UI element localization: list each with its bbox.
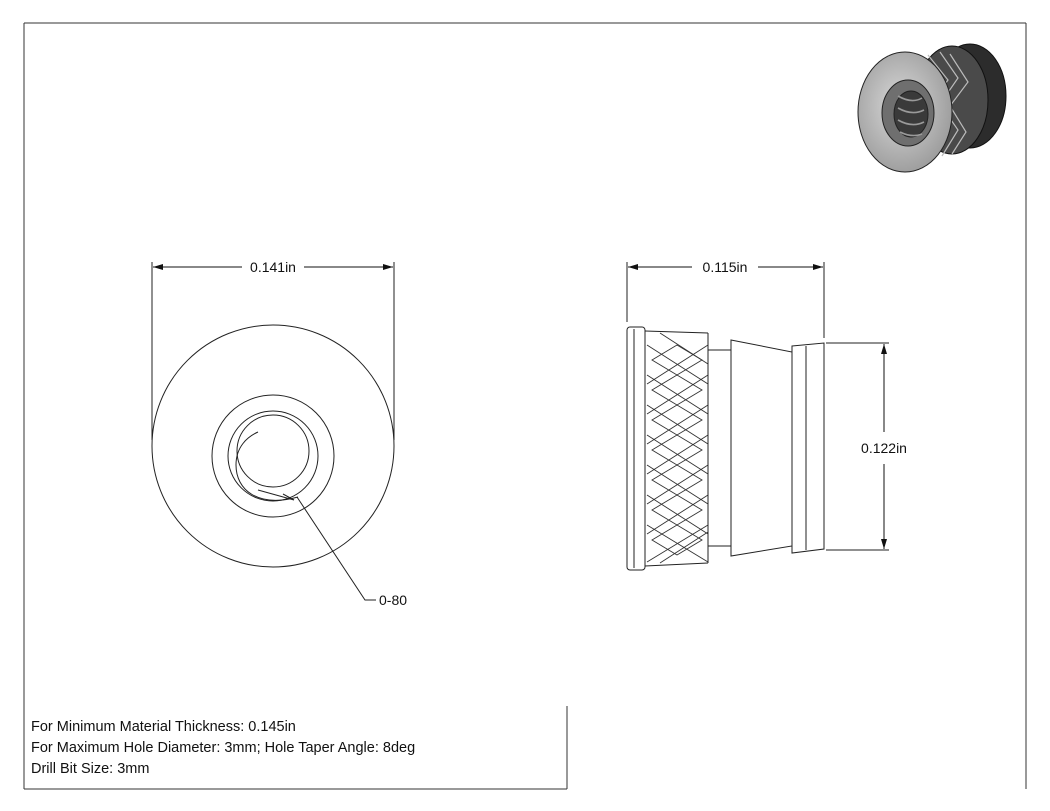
note-max-hole-diameter: For Maximum Hole Diameter: 3mm; Hole Tap… — [31, 740, 416, 756]
flange-profile — [626, 326, 646, 571]
thread-spiral-end — [257, 489, 295, 501]
note-min-material-thickness: For Minimum Material Thickness: 0.145in — [31, 719, 296, 735]
thread-callout-label: 0-80 — [379, 592, 407, 608]
thread-leader-line — [296, 496, 376, 601]
front-view — [151, 262, 395, 601]
knurl-pattern — [646, 332, 709, 564]
front-width-label: 0.141in — [250, 259, 296, 275]
thread-major-circle — [227, 410, 319, 502]
isometric-view — [857, 43, 1007, 173]
taper-section-2 — [791, 342, 825, 554]
side-height-label: 0.122in — [861, 440, 907, 456]
side-width-label: 0.115in — [703, 259, 748, 275]
drawing-notes: For Minimum Material Thickness: 0.145in … — [31, 717, 415, 780]
thread-minor-circle — [236, 414, 310, 488]
flange-outer-circle — [151, 324, 395, 568]
note-drill-bit-size: Drill Bit Size: 3mm — [31, 761, 150, 777]
bore-circle — [211, 394, 335, 518]
side-view — [626, 262, 889, 571]
taper-section-1 — [730, 339, 793, 557]
thread-spiral — [235, 431, 299, 501]
drawing-frame — [23, 22, 1027, 790]
